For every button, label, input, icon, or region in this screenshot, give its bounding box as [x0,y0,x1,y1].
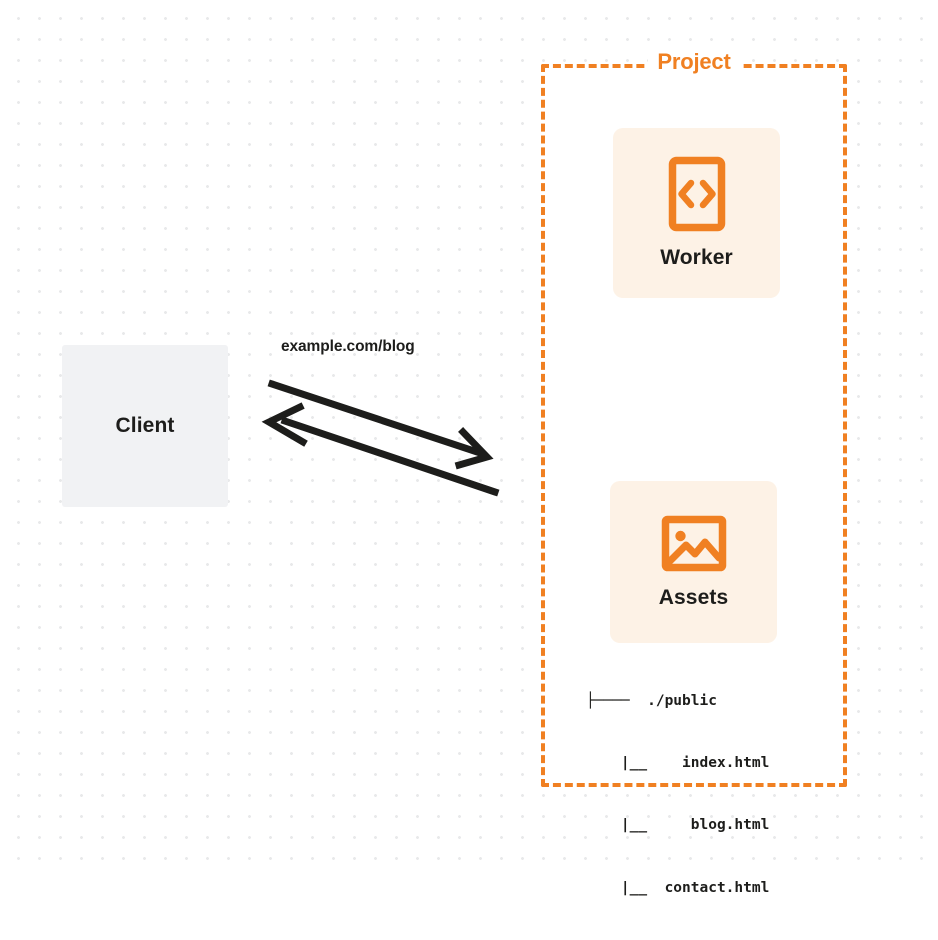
file-tree-line: ├──── ./public [586,692,717,709]
response-arrow [261,402,500,497]
client-label: Client [115,414,175,437]
project-title: Project [657,49,731,74]
project-container[interactable]: Project Worker Assets ├──── ./public |__… [541,49,847,896]
connection-url-label: example.com/blog [281,338,415,355]
file-tree-line: |__ index.html [586,754,770,771]
client-node[interactable]: Client [62,345,228,507]
assets-label: Assets [658,585,729,609]
diagram-canvas: Client example.com/blog Project Worker [0,0,938,896]
project-title-mask [648,58,740,70]
request-arrow [267,379,494,470]
worker-card[interactable]: Worker [613,128,780,298]
file-tree-line: |__ contact.html [586,879,770,896]
image-icon [661,515,726,571]
file-tree-line: |__ blog.html [586,817,770,834]
assets-card[interactable]: Assets [610,481,777,643]
assets-file-tree: ├──── ./public |__ index.html |__ blog.h… [586,649,769,940]
worker-label: Worker [660,246,733,269]
code-brackets-icon [668,156,725,232]
